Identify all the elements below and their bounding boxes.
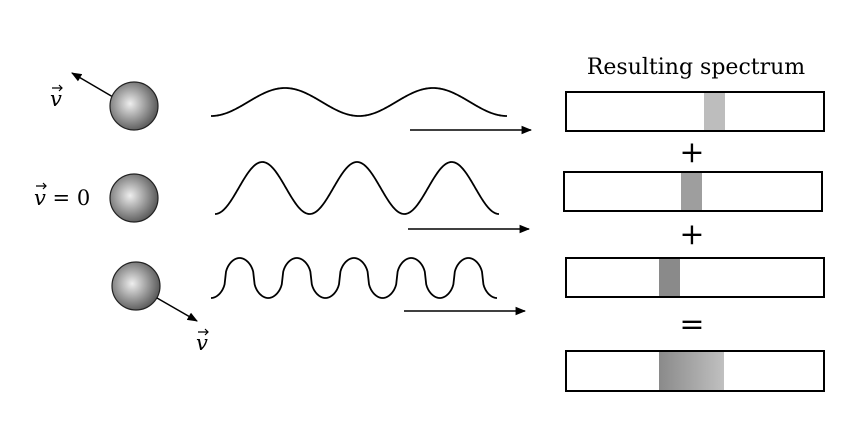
spectrum-broadened-band	[659, 352, 724, 390]
spectrum-frame	[565, 91, 825, 132]
velocity-label: v = 0	[34, 186, 90, 210]
velocity-symbol: v	[196, 331, 208, 355]
velocity-symbol: v	[50, 87, 62, 111]
spectrum-frame	[565, 257, 825, 298]
velocity-label: v	[50, 87, 62, 111]
light-wave-long	[210, 87, 508, 117]
spectrum-line	[681, 173, 702, 210]
spectrum-title: Resulting spectrum	[587, 55, 805, 80]
velocity-label: v	[196, 331, 208, 355]
velocity-arrow	[156, 297, 198, 322]
light-wave-medium	[214, 161, 500, 215]
source-row-rest: v = 0	[34, 161, 531, 234]
plus-operator: +	[679, 217, 704, 252]
spectrum-line	[659, 259, 680, 296]
emitter-ball	[109, 81, 159, 131]
light-wave-short	[210, 257, 498, 299]
source-row-receding: v	[50, 72, 533, 135]
spectrum-bar-approaching	[565, 257, 825, 298]
vector-arrow-accent	[52, 84, 63, 92]
velocity-value: = 0	[46, 186, 90, 210]
spectrum-line	[704, 93, 725, 130]
emitter-ball	[109, 173, 159, 223]
equals-operator: =	[679, 307, 704, 342]
plus-operator: +	[679, 135, 704, 170]
vector-arrow-accent	[198, 328, 209, 336]
velocity-symbol: v	[34, 186, 46, 210]
source-row-approaching: v	[111, 257, 527, 355]
spectrum-bar-receding	[565, 91, 825, 132]
spectrum-bar-combined	[565, 350, 825, 392]
spectrum-bar-rest	[563, 171, 823, 212]
velocity-arrow	[71, 72, 114, 98]
emitter-ball	[111, 261, 161, 311]
vector-arrow-accent	[36, 182, 47, 190]
